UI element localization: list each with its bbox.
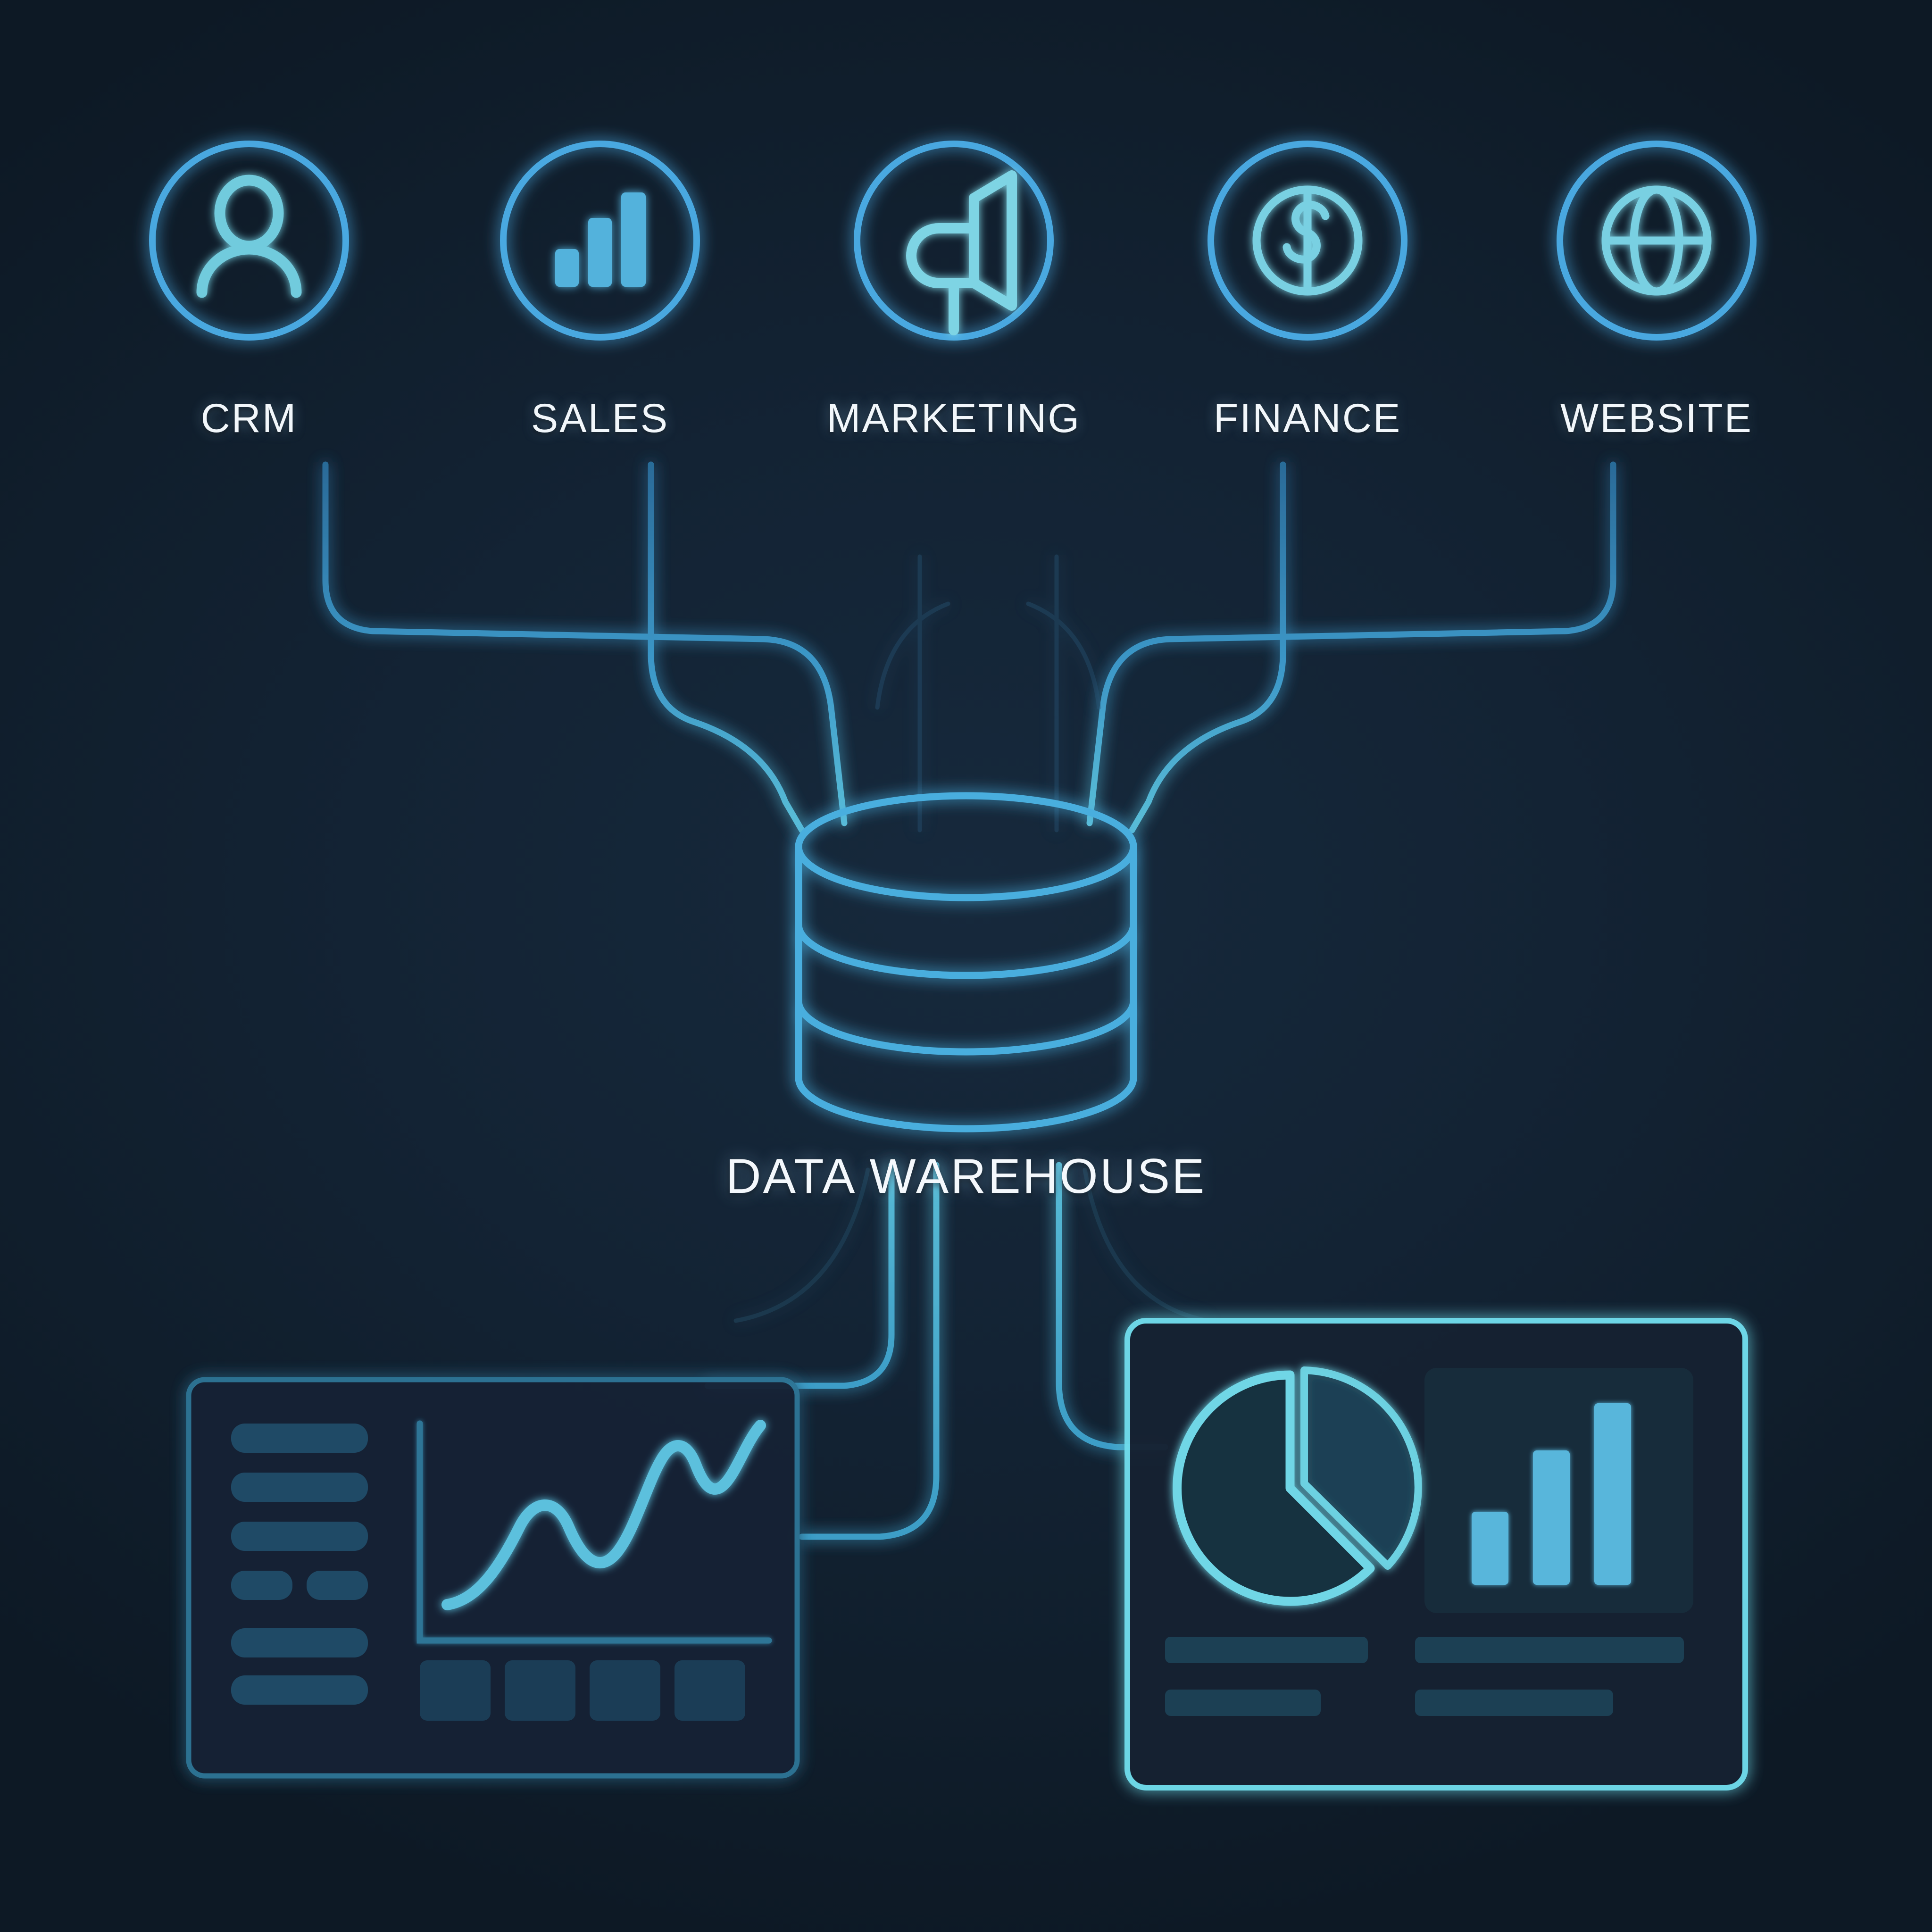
bar-b [1533, 1450, 1570, 1585]
dollar-coin-icon [1252, 185, 1363, 296]
source-label-crm: CRM [200, 396, 298, 441]
sidebar-bar-small [307, 1571, 368, 1600]
connector-website [1086, 461, 1616, 826]
sidebar-bar [231, 1522, 368, 1551]
db-bottom-arc [795, 1074, 1137, 1133]
connector-finance [1129, 461, 1286, 833]
user-icon [196, 175, 302, 298]
connector-to-left-dashboard-a [704, 1162, 895, 1389]
db-top-ellipse [795, 792, 1137, 901]
source-label-marketing: MARKETING [826, 396, 1081, 441]
connector-echo-outer-l [875, 601, 950, 710]
analytics-dashboard-panel[interactable] [186, 1377, 800, 1779]
inflow-connectors [322, 461, 1616, 833]
sidebar-bar [231, 1628, 368, 1657]
inflow-connectors-echo [875, 554, 1101, 833]
outflow-echo-l [733, 1167, 870, 1323]
sidebar-bar [231, 1675, 368, 1705]
source-label-sales: SALES [531, 396, 669, 441]
right-panel-text-rows [1165, 1637, 1684, 1716]
text-row [1415, 1690, 1613, 1716]
bar-c [1594, 1403, 1631, 1585]
source-label-finance: FINANCE [1213, 396, 1402, 441]
source-label-website: WEBSITE [1560, 396, 1753, 441]
circle-sales [500, 141, 700, 341]
sidebar-bar-small [231, 1571, 292, 1600]
connector-crm [322, 461, 848, 826]
chart-axes [416, 1420, 772, 1644]
outflow-echo-r [1083, 1167, 1210, 1323]
megaphone-icon [906, 170, 1017, 335]
footer-tile [675, 1660, 745, 1721]
text-row [1165, 1637, 1368, 1663]
outflow-connectors [704, 1162, 1168, 1574]
connector-sales [648, 461, 805, 833]
warehouse-label: DATA WAREHOUSE [725, 1149, 1207, 1204]
sidebar-bar [231, 1473, 368, 1502]
pie-separated-slice [1300, 1366, 1422, 1570]
footer-tile [420, 1660, 491, 1721]
connector-to-left-dashboard-b [799, 1162, 940, 1540]
source-icon-circles [149, 141, 1757, 341]
db-band-1 [795, 921, 1137, 979]
footer-tile [590, 1660, 660, 1721]
chart-trend-line [441, 1420, 766, 1610]
left-panel-footer-tiles [420, 1660, 745, 1721]
globe-icon [1601, 185, 1712, 296]
left-panel-sidebar [231, 1424, 368, 1705]
db-band-2 [795, 997, 1137, 1056]
circle-website [1557, 141, 1757, 341]
text-row [1165, 1690, 1321, 1716]
bar-chart-icon [555, 192, 646, 287]
right-panel-pie-chart [1173, 1366, 1422, 1606]
reporting-dashboard-panel[interactable] [1124, 1318, 1748, 1790]
bar-a [1472, 1512, 1508, 1585]
sidebar-bar [231, 1424, 368, 1453]
footer-tile [505, 1660, 575, 1721]
outflow-connectors-echo [733, 1167, 1210, 1323]
circle-marketing [854, 141, 1054, 341]
left-panel-line-chart [416, 1420, 772, 1644]
database-cylinder-icon [795, 792, 1137, 1133]
pie-main-slice [1173, 1370, 1375, 1606]
circle-crm [149, 141, 349, 341]
connector-echo-outer-r [1026, 601, 1101, 710]
text-row [1415, 1637, 1684, 1663]
circle-finance [1208, 141, 1407, 341]
right-panel-bar-chart [1472, 1403, 1631, 1585]
connector-to-right-dashboard-b [1056, 1162, 1168, 1450]
